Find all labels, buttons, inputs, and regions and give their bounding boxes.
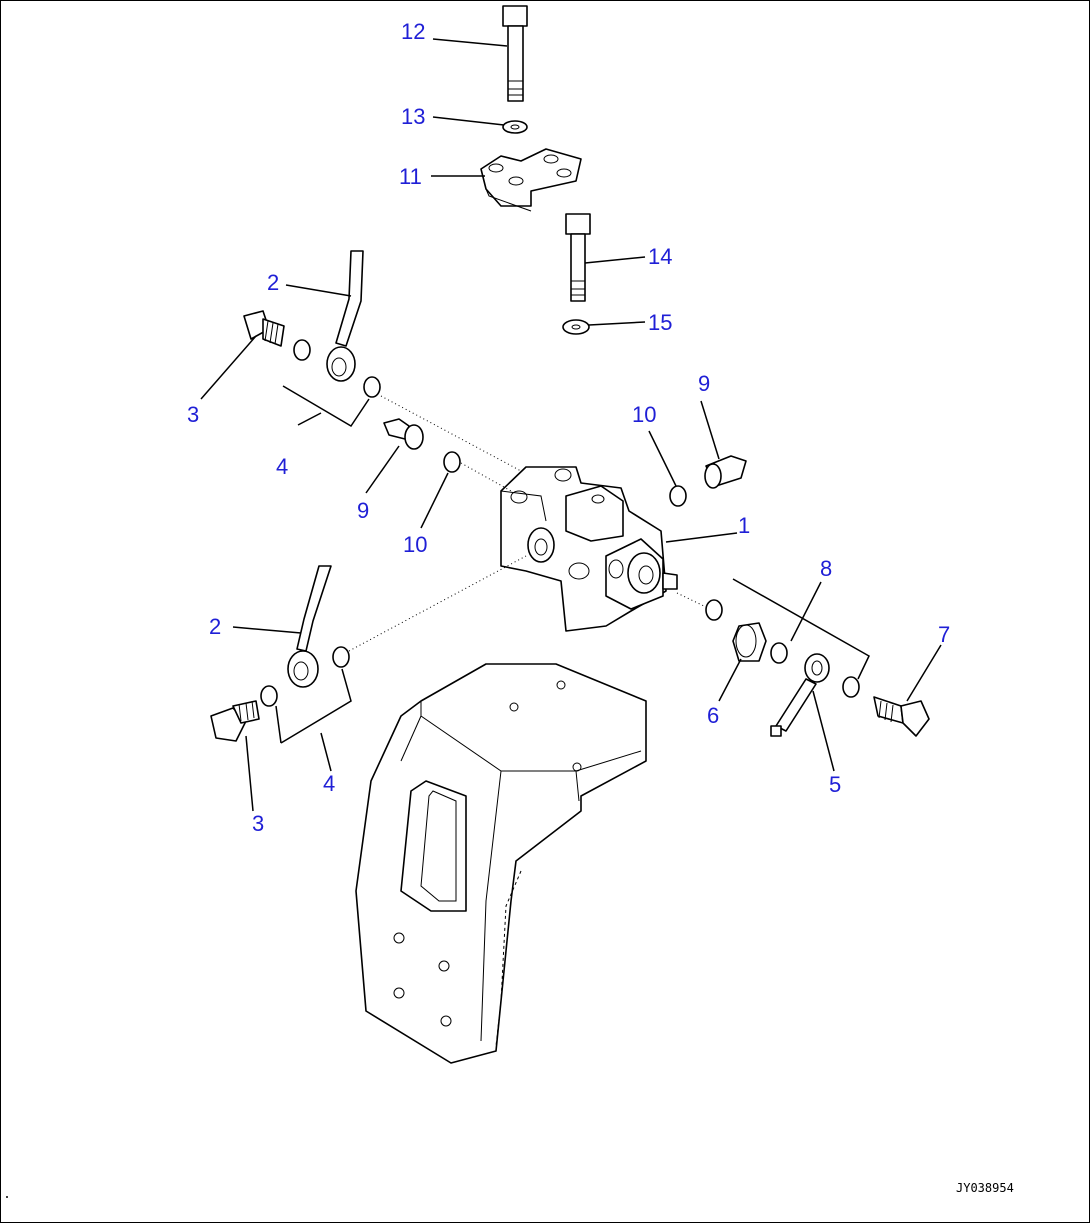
- callout-15: 15: [648, 310, 672, 335]
- hose-2-upper: [326, 250, 364, 382]
- bolt-12: [502, 5, 528, 102]
- callout-12: 12: [401, 19, 425, 44]
- callout-9-right: 9: [698, 371, 710, 396]
- washer-4-upper-left: [293, 339, 311, 361]
- washer-10-right: [669, 485, 687, 507]
- washer-7: [842, 676, 860, 698]
- callout-9-left: 9: [357, 498, 369, 523]
- washer-4-upper-right: [363, 376, 381, 398]
- washer-15: [562, 319, 590, 335]
- callout-1: 1: [738, 513, 750, 538]
- callout-3-upper: 3: [187, 402, 199, 427]
- washer-13: [502, 120, 528, 134]
- artifact-dot: [6, 1196, 8, 1198]
- callout-3-lower: 3: [252, 811, 264, 836]
- callout-10-left: 10: [403, 532, 427, 557]
- drawing-code: JY038954: [956, 1181, 1014, 1195]
- plug-9-right: [704, 455, 747, 489]
- washer-10-left: [443, 451, 461, 473]
- washer-4-lower-right: [332, 646, 350, 668]
- assembly-lines: [348, 395, 707, 652]
- callout-4-lower: 4: [323, 771, 335, 796]
- callout-11: 11: [399, 164, 422, 189]
- callout-5: 5: [829, 772, 841, 797]
- leader-lines: [200, 38, 942, 812]
- hose-2-lower: [287, 565, 332, 688]
- bolt-14: [565, 213, 591, 302]
- callout-labels: 12 13 11 14 15 2 3 4 9 10 10 9 1 2 4 3 8…: [187, 19, 950, 836]
- callout-13: 13: [401, 104, 425, 129]
- washer-4-lower-left: [260, 685, 278, 707]
- washer-right-small: [705, 599, 723, 621]
- callout-7: 7: [938, 622, 950, 647]
- callout-8: 8: [820, 556, 832, 581]
- callout-14: 14: [648, 244, 672, 269]
- mounting-bracket: [355, 663, 647, 1064]
- callout-2-lower: 2: [209, 614, 221, 639]
- bolt-3-lower: [210, 700, 260, 742]
- washer-8: [770, 642, 788, 664]
- bolt-3-upper: [243, 310, 285, 347]
- callout-4-upper: 4: [276, 454, 288, 479]
- plug-9-left: [383, 418, 424, 450]
- callout-2-upper: 2: [267, 270, 279, 295]
- callout-6: 6: [707, 703, 719, 728]
- collar-6: [732, 622, 767, 662]
- hose-5: [770, 653, 830, 737]
- plate-11: [480, 148, 582, 212]
- valve-body-1: [500, 466, 678, 632]
- bolt-7: [873, 696, 930, 737]
- callout-10-right: 10: [632, 402, 656, 427]
